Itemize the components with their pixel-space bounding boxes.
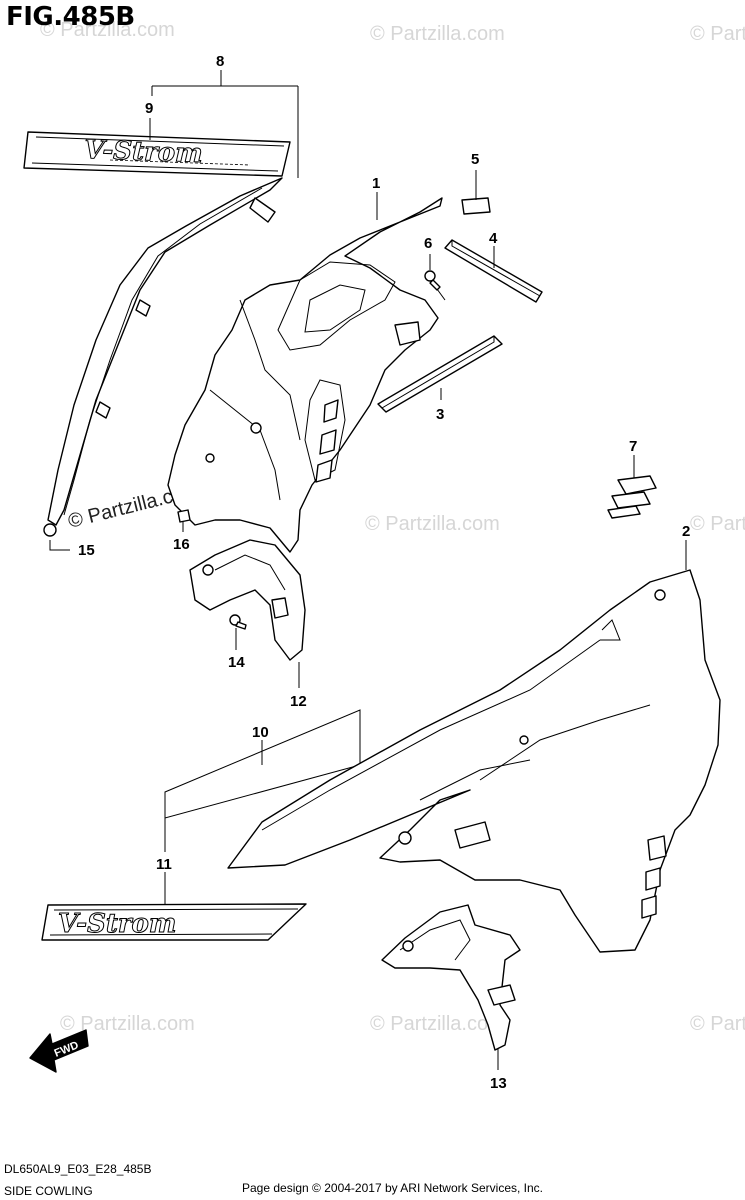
callout-10: 10: [252, 724, 269, 741]
copyright-notice: Page design © 2004-2017 by ARI Network S…: [242, 1181, 544, 1195]
watermark: © Partzilla.com: [370, 1013, 505, 1035]
leader-lines: [49, 70, 687, 1070]
watermark: © Partzilla.com: [370, 23, 505, 45]
watermark: © Partzilla.com: [40, 19, 175, 41]
section-name: SIDE COWLING: [4, 1184, 93, 1198]
figure-title: FIG.485B: [6, 2, 135, 32]
callout-11: 11: [156, 856, 172, 873]
foam-strip-upper: [444, 239, 543, 303]
forward-arrow-icon: FWD: [29, 1029, 89, 1073]
screw-6: [424, 270, 441, 291]
callout-15: 15: [78, 542, 95, 559]
lower-stay: [381, 904, 521, 1051]
decal-upper: V-Strom: [23, 131, 291, 177]
watermark: © Partzilla.com: [60, 1013, 195, 1035]
clip-16: [177, 509, 191, 523]
callout-14: 14: [228, 654, 245, 671]
callout-8: 8: [216, 53, 224, 70]
watermark: © Partzilla.com: [690, 513, 745, 535]
screw-14: [229, 614, 247, 630]
callout-labels: 1 2 3 4 5 6 7 8 9 10 11 12 13 14 15 16: [78, 53, 690, 1092]
watermark: © Partzilla.com: [690, 23, 745, 45]
callout-2: 2: [682, 523, 690, 540]
upper-trim-strip: [43, 177, 283, 537]
decal-brand-text: V-Strom: [84, 135, 203, 169]
footer-left: DL650AL9_E03_E28_485B SIDE COWLING: [4, 1158, 151, 1200]
callout-9: 9: [145, 100, 153, 117]
lower-bracket: [189, 539, 306, 661]
suzuki-emblem: [607, 475, 657, 519]
callout-16: 16: [173, 536, 190, 553]
callout-7: 7: [629, 438, 637, 455]
watermark: © Partzilla.com: [365, 513, 500, 535]
callout-3: 3: [436, 406, 444, 423]
foam-strip-lower: [377, 335, 503, 413]
decal-lower: V-Strom: [41, 903, 307, 941]
callout-4: 4: [489, 230, 498, 247]
callout-5: 5: [471, 151, 479, 168]
small-pad: [461, 197, 491, 215]
outer-side-cowling: [227, 569, 721, 953]
inner-side-panel: [167, 197, 443, 553]
model-code: DL650AL9_E03_E28_485B: [4, 1162, 152, 1176]
callout-13: 13: [490, 1075, 507, 1092]
watermark: © Partzilla.com: [690, 1013, 745, 1035]
callout-12: 12: [290, 693, 307, 710]
callout-1: 1: [372, 175, 380, 192]
decal-brand-text: V-Strom: [58, 909, 176, 939]
callout-6: 6: [424, 235, 432, 252]
